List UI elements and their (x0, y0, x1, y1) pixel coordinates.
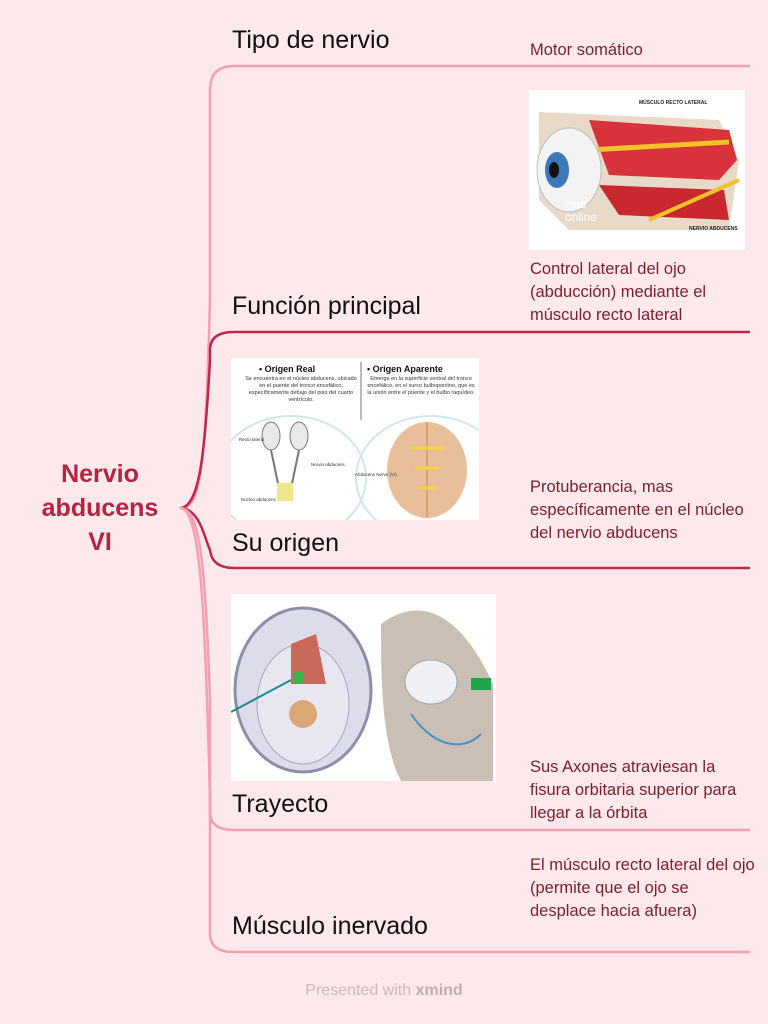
central-line-2: abducens (41, 494, 159, 522)
branch-title-trayecto[interactable]: Trayecto (232, 790, 329, 818)
branch-title-origen[interactable]: Su origen (232, 529, 340, 557)
central-line-1: Nervio (61, 460, 139, 488)
origin-label-abducens: Abducens Nerve (VI) (355, 472, 397, 477)
origin-right-title: • Origen Aparente (367, 364, 443, 374)
branch-text-origen: Protuberancia, mas específicamente en el… (530, 478, 744, 542)
eye-label-top: MÚSCULO RECTO LATERAL (639, 99, 707, 106)
figure-eye-muscle: MÚSCULO RECTO LATERAL NERVIO ABDUCENS fi… (529, 90, 745, 250)
footer-prefix: Presented with (305, 982, 416, 999)
branch-text-musculo: El músculo recto lateral del ojo (permit… (530, 856, 755, 920)
branch-title-musculo[interactable]: Músculo inervado (232, 912, 428, 940)
central-topic[interactable]: Nervio abducens VI (20, 457, 180, 559)
origin-label-nucleo: Núcleo abducens (241, 497, 277, 502)
origin-label-recto: Recto lateral (239, 437, 264, 442)
eye-watermark-2: online (565, 210, 597, 224)
origin-label-nervio: Nervio abducens (311, 462, 346, 467)
footer: Presented with xmind (0, 982, 768, 1000)
origin-left-title: • Origen Real (259, 364, 315, 374)
branch-text-tipo: Motor somático (530, 41, 643, 59)
branch-text-trayecto: Sus Axones atraviesan la fisura orbitari… (530, 758, 737, 822)
central-line-3: VI (88, 528, 112, 556)
figure-trajectory (231, 594, 496, 781)
origin-left-text: Se encuentra en el núcleo abducens, ubic… (245, 376, 357, 403)
footer-brand: xmind (415, 982, 463, 999)
figure-origin: • Origen Real • Origen Aparente Se encue… (231, 358, 479, 520)
connector-trayecto (179, 506, 750, 832)
connector-funcion (179, 330, 750, 510)
branch-title-funcion[interactable]: Función principal (232, 292, 421, 320)
eye-watermark-1: fisio (565, 197, 587, 211)
connector-tipo (179, 64, 750, 510)
branch-text-funcion: Control lateral del ojo (abducción) medi… (530, 260, 707, 324)
connector-origen (179, 506, 750, 570)
eye-label-bottom: NERVIO ABDUCENS (689, 226, 738, 232)
branch-title-tipo[interactable]: Tipo de nervio (232, 26, 390, 54)
origin-right-text: Emerge en la superficie ventral del tron… (367, 376, 475, 396)
connector-musculo (179, 506, 750, 954)
